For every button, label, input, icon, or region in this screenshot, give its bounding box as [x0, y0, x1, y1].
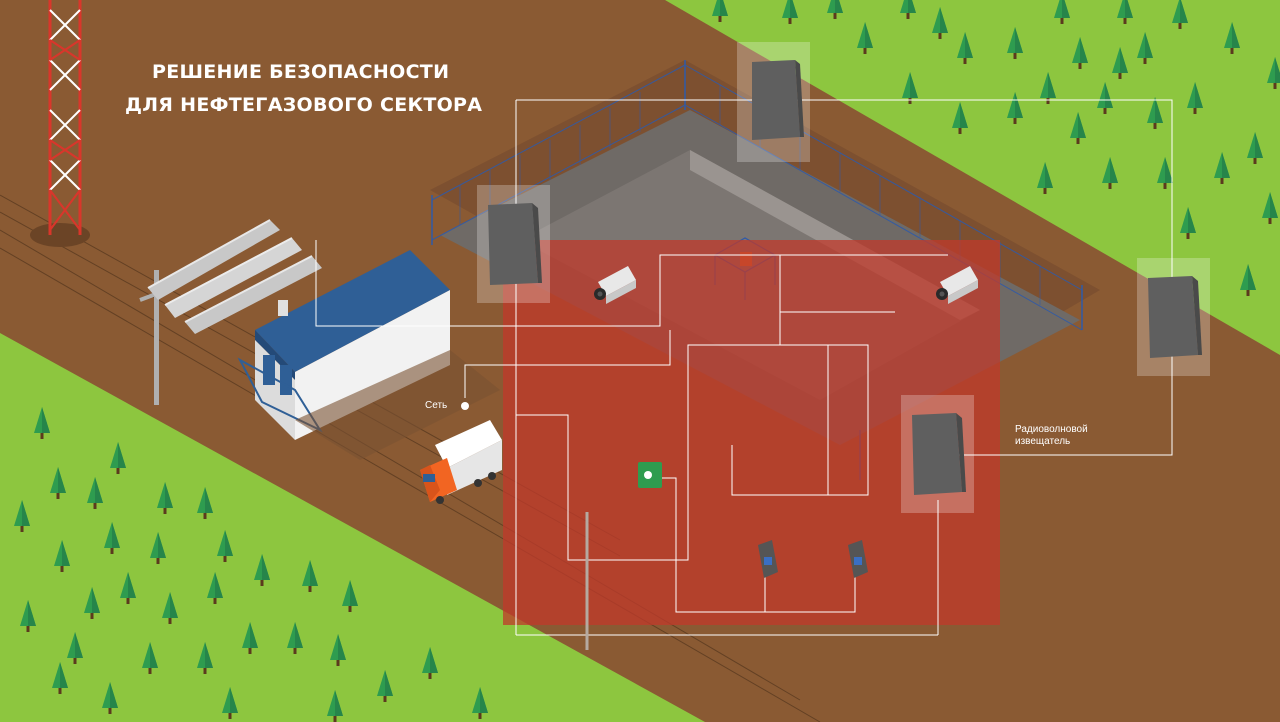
- radio-detector-right: [1137, 258, 1210, 376]
- radio-detector-label-line-1: Радиоволновой: [1015, 424, 1088, 435]
- title-line-1: РЕШЕНИЕ БЕЗОПАСНОСТИ: [152, 61, 450, 83]
- control-panel-icon: [638, 462, 662, 488]
- network-label: Сеть: [425, 400, 448, 411]
- radio-tower-icon: [30, 0, 90, 247]
- card-reader-icon-right: [848, 540, 868, 578]
- security-camera-icon-right: [936, 266, 978, 304]
- building-icon: [237, 250, 500, 460]
- security-camera-icon-left: [594, 266, 636, 304]
- radio-detector-label-line-2: извещатель: [1015, 436, 1071, 447]
- truck-icon: [420, 420, 502, 504]
- wiring-lines: [315, 99, 1173, 636]
- radio-detector-left: [477, 185, 550, 303]
- pipeline-icon: [147, 219, 322, 334]
- radio-detector-front: [901, 395, 974, 513]
- network-node: [461, 402, 469, 410]
- title-line-2: ДЛЯ НЕФТЕГАЗОВОГО СЕКТОРА: [125, 94, 483, 116]
- radio-detector-top: [737, 42, 810, 162]
- grass-area-top-right: [665, 0, 1280, 355]
- card-reader-icon-left: [758, 540, 778, 578]
